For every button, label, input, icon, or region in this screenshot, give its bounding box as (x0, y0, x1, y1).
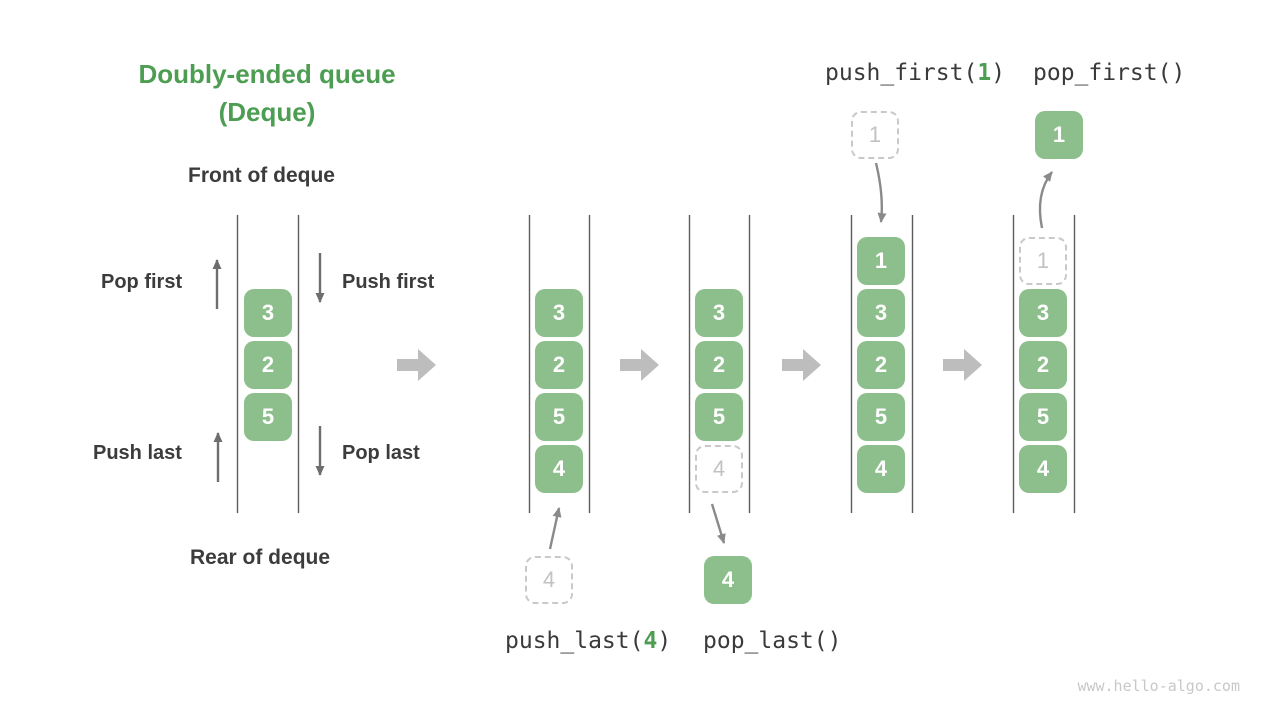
code-text: ) (657, 628, 672, 654)
queue-walls (236, 215, 1076, 513)
push-last-code-label: push_last(4) (505, 628, 671, 654)
pop-last-code-label: pop_last() (703, 628, 841, 654)
flow-arrow-icon (397, 349, 436, 381)
deque-cell: 3 (244, 289, 292, 337)
deque-cell: 1 (857, 237, 905, 285)
pop-first-label: Pop first (101, 271, 183, 293)
code-arg: 1 (977, 60, 992, 86)
rear-of-deque-label: Rear of deque (190, 546, 331, 569)
flow-arrows (397, 349, 982, 381)
deque-cell: 5 (244, 393, 292, 441)
push-last-label: Push last (93, 442, 182, 464)
deque-cell: 3 (1019, 289, 1067, 337)
deque-cell: 5 (857, 393, 905, 441)
deque-cell: 5 (1019, 393, 1067, 441)
pop-last-out-arrow-icon (710, 503, 726, 544)
deque-cell: 5 (535, 393, 583, 441)
flow-arrow-icon (782, 349, 821, 381)
deque-cell: 2 (244, 341, 292, 389)
deque-cell: 2 (695, 341, 743, 389)
pop-first-out-arrow-icon (1038, 171, 1053, 229)
deque-cell: 2 (535, 341, 583, 389)
pop-first-code-label: pop_first() (1033, 60, 1185, 86)
deque-cell: 4 (535, 445, 583, 493)
pop-first-popped-cell: 1 (1035, 111, 1083, 159)
code-text: ) (991, 60, 1006, 86)
deque-cell: 3 (695, 289, 743, 337)
flow-arrow-icon (620, 349, 659, 381)
deque-cell: 5 (695, 393, 743, 441)
code-arg: 4 (643, 628, 658, 654)
code-text: pop_first() (1033, 60, 1186, 86)
watermark: www.hello-algo.com (1077, 677, 1240, 695)
push-last-in-arrow-icon (548, 507, 562, 550)
page-title-line2: (Deque) (218, 97, 316, 127)
deque-cell: 4 (857, 445, 905, 493)
deque-cell: 3 (535, 289, 583, 337)
code-text: push_first( (825, 60, 978, 86)
push-first-in-arrow-icon (874, 162, 887, 223)
page-title: Doubly-ended queue (Deque) (117, 55, 417, 131)
deque-cell-ghost: 4 (695, 445, 743, 493)
deque-cell: 3 (857, 289, 905, 337)
flow-arrow-icon (943, 349, 982, 381)
code-text: pop_last() (703, 628, 842, 654)
push-last-incoming-cell: 4 (525, 556, 573, 604)
push-first-incoming-cell: 1 (851, 111, 899, 159)
front-of-deque-label: Front of deque (188, 164, 335, 187)
pop-last-label: Pop last (342, 442, 420, 464)
page-title-line1: Doubly-ended queue (138, 59, 396, 89)
deque-cell-ghost: 1 (1019, 237, 1067, 285)
pop-last-popped-cell: 4 (704, 556, 752, 604)
deque-cell: 2 (1019, 341, 1067, 389)
push-first-label: Push first (342, 271, 435, 293)
push-first-code-label: push_first(1) (825, 60, 1005, 86)
deque-cell: 2 (857, 341, 905, 389)
deque-cell: 4 (1019, 445, 1067, 493)
code-text: push_last( (505, 628, 644, 654)
